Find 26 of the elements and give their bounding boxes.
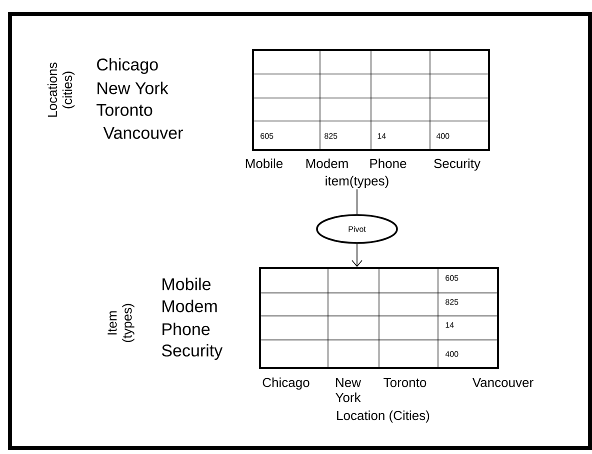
data-table: [252, 49, 490, 151]
row-label: New York: [98, 82, 168, 94]
cell-value: 14: [378, 133, 386, 139]
cell-value: 400: [445, 351, 458, 357]
cell-value: 825: [446, 299, 458, 305]
row-label: Phone: [162, 322, 210, 336]
data-table: [259, 266, 499, 369]
axis-title: item(types): [326, 176, 388, 188]
row-label: Vancouver: [103, 127, 183, 139]
axis-title: Location (Cities): [337, 410, 430, 423]
row-label: Security: [162, 344, 223, 360]
row-label: Toronto: [96, 104, 152, 116]
row-label: Chicago: [97, 58, 158, 74]
column-label: Vancouver: [472, 378, 534, 388]
cell-value: 825: [324, 133, 338, 139]
row-label: Modem: [162, 300, 217, 312]
axis-title: Item (types): [108, 304, 134, 342]
axis-title: Locations (cities): [47, 62, 75, 117]
connector: [356, 188, 358, 214]
connector: [352, 243, 362, 267]
row-label: Mobile: [162, 278, 211, 290]
cell-value: 400: [436, 133, 450, 139]
column-label: Mobile: [246, 158, 283, 168]
cell-value: 605: [446, 275, 458, 281]
cell-value: 14: [446, 322, 454, 328]
cell-value: 605: [260, 133, 274, 139]
